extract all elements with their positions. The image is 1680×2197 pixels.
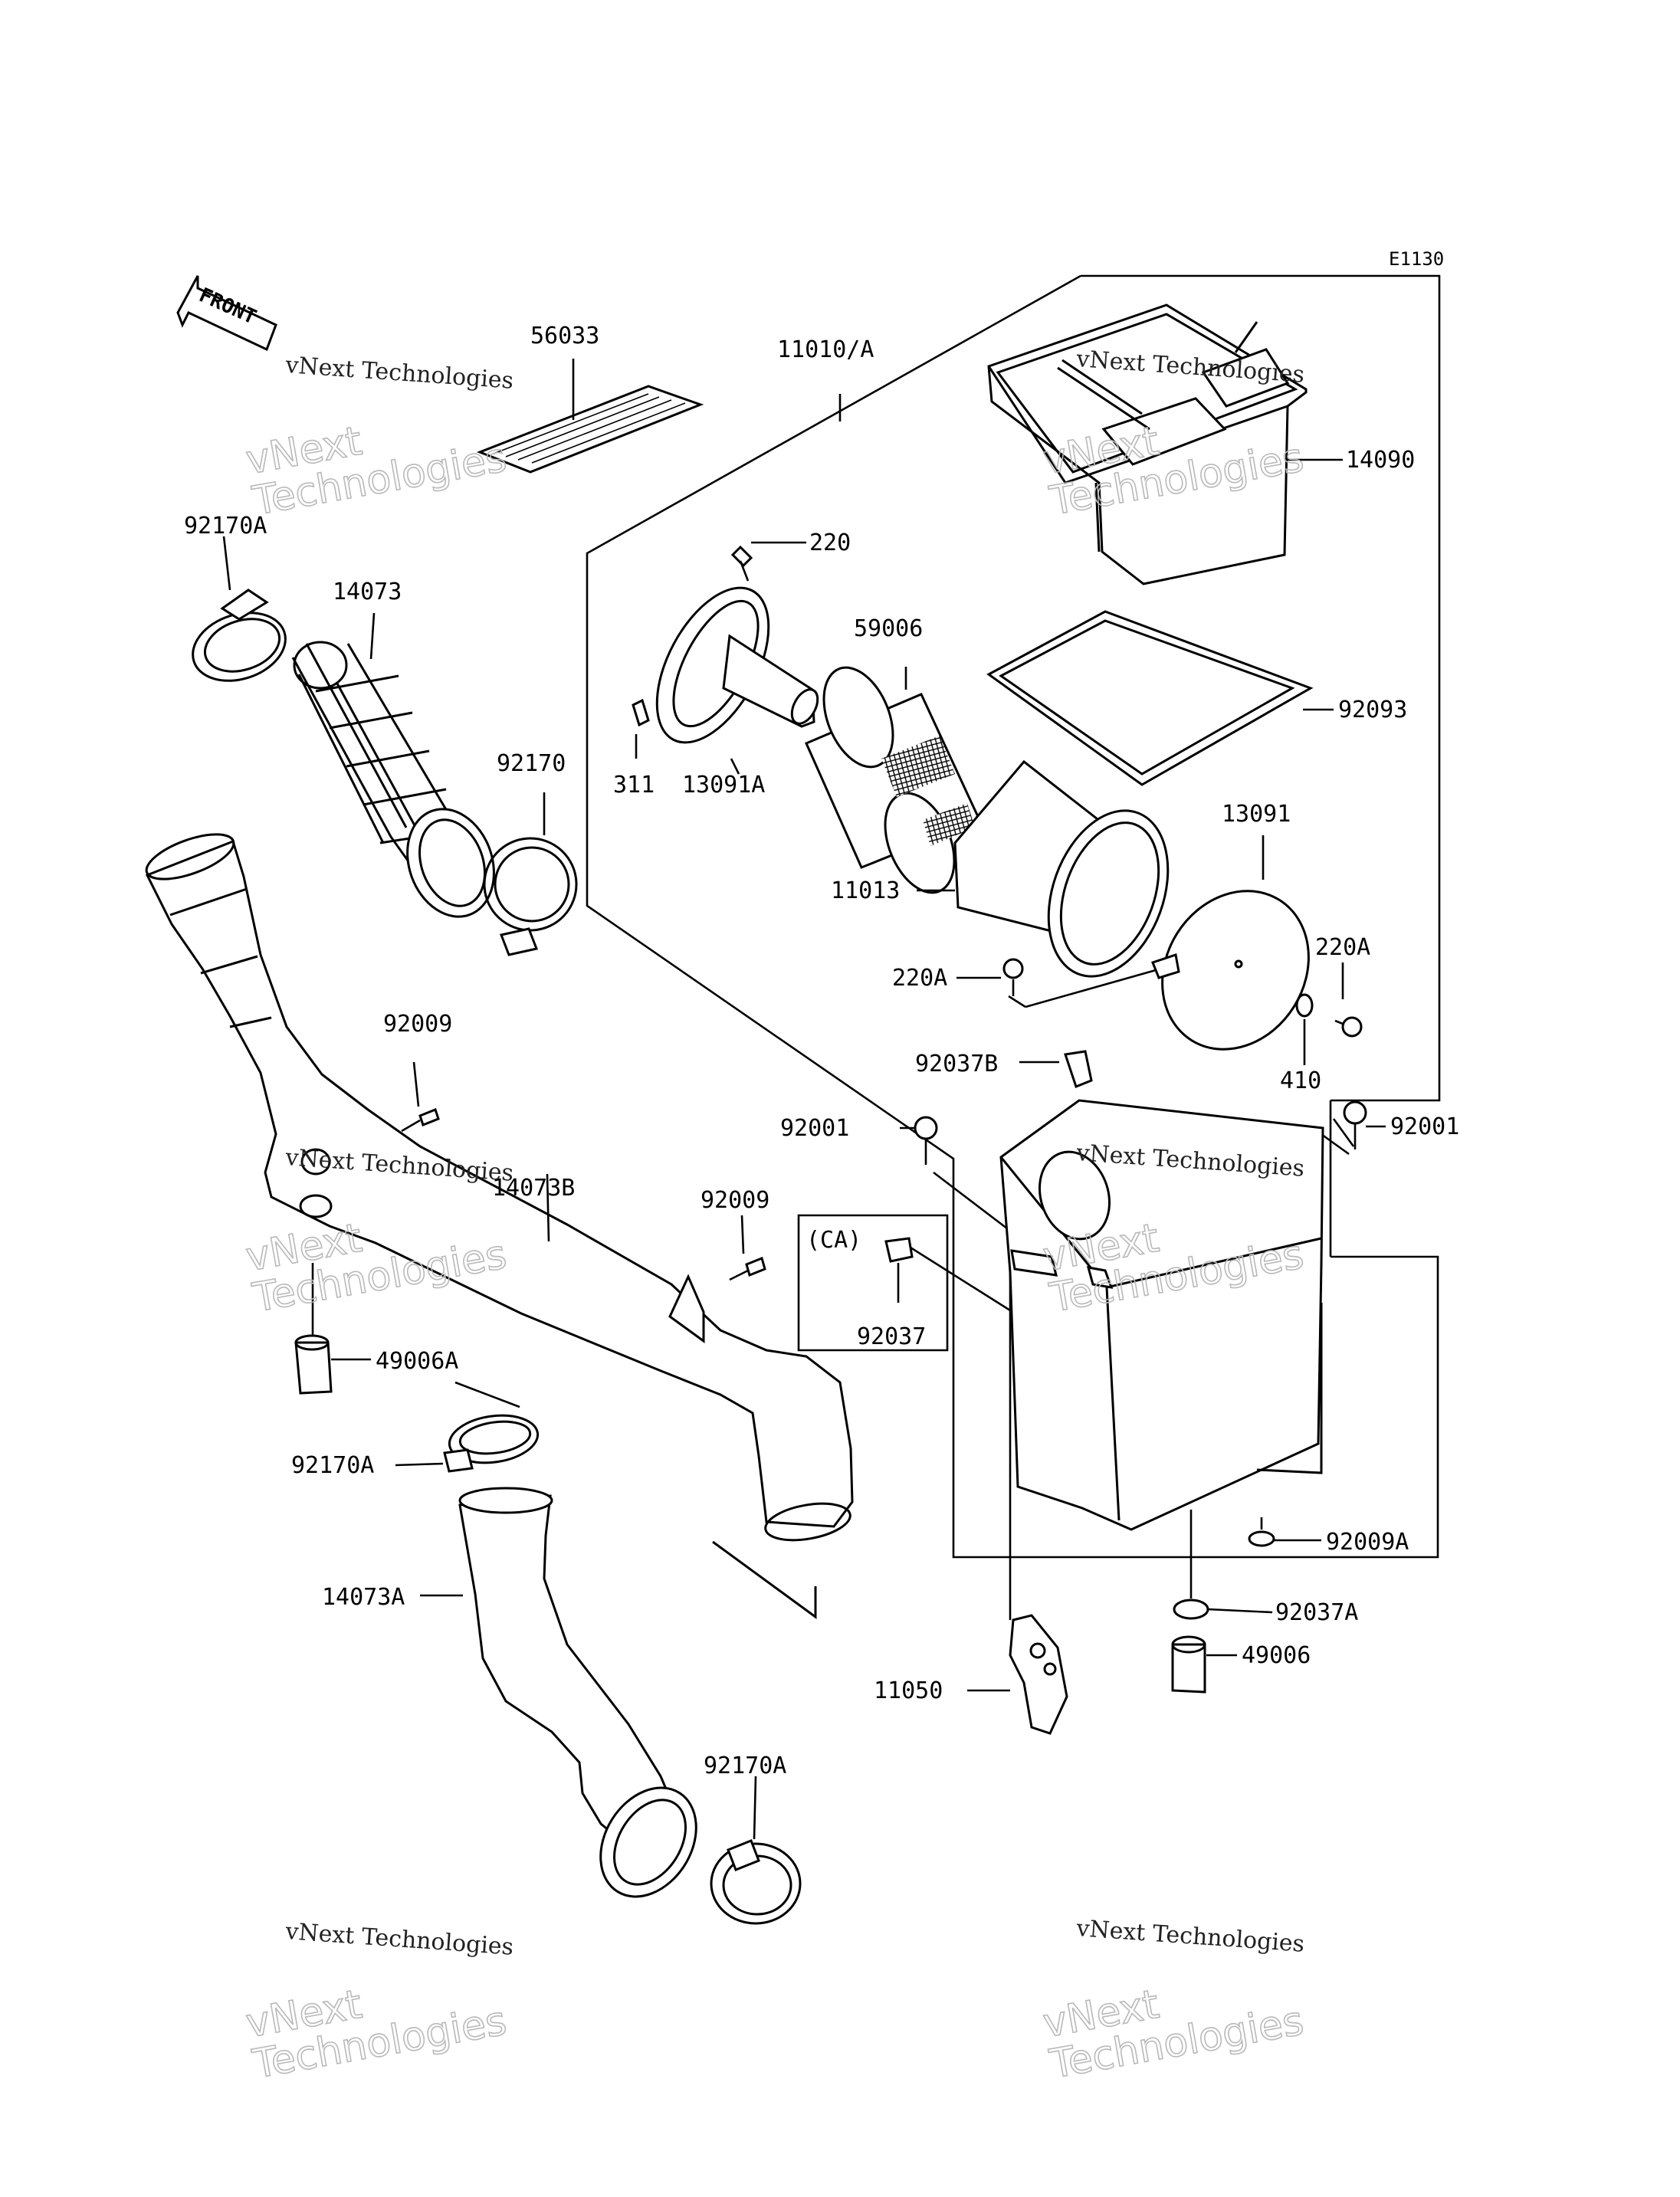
label-CA: (CA): [806, 1227, 861, 1254]
watermark: vNextTechnologies: [242, 1957, 510, 2088]
label-92037A: 92037A: [1275, 1599, 1358, 1626]
part-220A-screw-left: [956, 958, 1024, 996]
part-11010-airbox: [999, 1099, 1324, 1531]
label-92037B: 92037B: [915, 1051, 998, 1077]
ca-callout-box: [797, 1214, 1011, 1352]
label-92001-right: 92001: [1390, 1113, 1459, 1140]
part-92009A-bolt: [1248, 1517, 1321, 1547]
label-220: 220: [809, 530, 851, 556]
part-92170-clamp: [483, 792, 578, 956]
label-92037: 92037: [857, 1323, 926, 1350]
label-92170A-top: 92170A: [184, 513, 267, 539]
part-13091-cover: [1008, 835, 1310, 1051]
label-92170A-bottom: 92170A: [704, 1753, 786, 1779]
watermark-text: vNext Technologies: [1075, 1915, 1305, 1958]
part-92170A-clamp-mid: [395, 1381, 540, 1473]
label-49006A: 49006A: [376, 1348, 458, 1375]
label-92001-left: 92001: [780, 1115, 849, 1142]
part-49006-drain-tube: [1171, 1635, 1237, 1694]
label-49006: 49006: [1242, 1642, 1311, 1669]
watermark: vNextTechnologies: [242, 394, 510, 525]
part-92037B-clip: [1019, 1050, 1093, 1088]
front-arrow-icon: FRONT: [176, 275, 277, 352]
part-14090-cover: [987, 303, 1343, 585]
part-59006-screen: [805, 666, 982, 894]
part-92001-bolt-right: [1343, 1100, 1386, 1149]
label-11013: 11013: [831, 877, 900, 904]
label-14090: 14090: [1346, 447, 1415, 474]
watermark-big-text: vNextTechnologies: [242, 1957, 510, 2087]
label-311: 311: [613, 772, 655, 798]
watermark-big-text: vNextTechnologies: [242, 394, 510, 524]
label-220A-left: 220A: [892, 965, 947, 992]
label-11010-A: 11010/A: [777, 336, 874, 363]
part-92009-bolt-mid: [729, 1215, 766, 1281]
part-14073A-duct: [420, 1487, 697, 1898]
part-11013-element: [917, 759, 1170, 978]
part-49006A-drain-tube: [294, 1263, 371, 1395]
label-92009A: 92009A: [1326, 1529, 1409, 1556]
part-92009-bolt-top: [401, 1061, 440, 1133]
part-13091A-holder: [632, 541, 819, 775]
label-92093: 92093: [1338, 697, 1407, 723]
label-410: 410: [1280, 1067, 1321, 1094]
watermark: vNextTechnologies: [1039, 1957, 1308, 2088]
assembly-outline: [586, 274, 1441, 1559]
part-220A-screw-right: [1295, 962, 1363, 1065]
part-92037A-clamp: [1173, 1510, 1273, 1620]
part-14073-intake-boot: [291, 612, 495, 918]
label-92009-top: 92009: [383, 1011, 452, 1038]
label-14073: 14073: [333, 579, 402, 605]
label-92170A-mid: 92170A: [291, 1452, 374, 1479]
part-56033-plate: [476, 359, 704, 474]
label-14073A: 14073A: [322, 1584, 405, 1611]
label-92170: 92170: [497, 750, 566, 777]
label-92009-mid: 92009: [701, 1187, 769, 1214]
label-220A-right: 220A: [1315, 934, 1370, 961]
part-11050-bracket: [967, 1272, 1068, 1735]
part-92170A-clamp-top: [192, 536, 287, 682]
part-92170A-clamp-bottom: [710, 1776, 802, 1925]
label-59006: 59006: [854, 615, 923, 642]
watermark-text: vNext Technologies: [284, 1918, 514, 1961]
part-92093-gasket: [986, 610, 1334, 786]
part-14073B-duct: [145, 833, 854, 1619]
diagram-reference-code: E1130: [1389, 248, 1444, 270]
watermark-text: vNext Technologies: [284, 352, 514, 395]
label-14073B: 14073B: [492, 1175, 575, 1202]
label-13091A: 13091A: [682, 772, 765, 798]
label-13091: 13091: [1222, 801, 1291, 828]
label-56033: 56033: [530, 323, 599, 349]
watermark-big-text: vNextTechnologies: [1039, 1957, 1308, 2087]
label-11050: 11050: [874, 1677, 943, 1704]
